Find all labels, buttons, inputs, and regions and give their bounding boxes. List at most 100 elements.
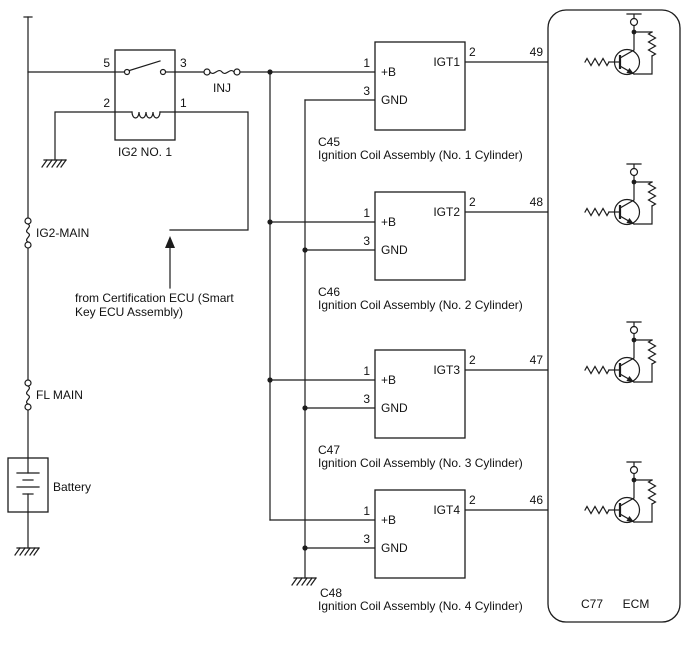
battery-cells-icon — [16, 457, 40, 513]
relay-ground — [41, 111, 116, 168]
coil-connector: C48 — [320, 586, 342, 600]
fuse-icon — [203, 68, 241, 76]
battery-label: Battery — [53, 480, 91, 494]
battery: Battery — [7, 457, 91, 556]
coil-box — [374, 41, 466, 131]
terminal-icon — [629, 325, 639, 335]
relay-ig2-no1: 5 3 2 1 IG2 NO. 1 — [103, 49, 187, 159]
resistor-icon — [584, 207, 610, 217]
certification-ecu-branch: from Certification ECU (Smart Key ECU As… — [75, 111, 249, 319]
transistor-icon — [613, 48, 641, 76]
coil-pin-igt: 2 — [469, 493, 476, 507]
coil-gnd-label: GND — [381, 401, 408, 415]
resistor-icon — [647, 479, 657, 505]
ecm-pin-number: 47 — [530, 353, 544, 367]
resistor-icon — [647, 31, 657, 57]
ecm-pin-number: 49 — [530, 45, 544, 59]
coil-gnd-label: GND — [381, 541, 408, 555]
relay-coil-icon — [114, 111, 176, 119]
ecm-box — [547, 9, 681, 623]
relay-name-label: IG2 NO. 1 — [118, 145, 172, 159]
coil-pin-b: 1 — [363, 56, 370, 70]
fuse-inj-label: INJ — [213, 81, 231, 95]
igniter-driver-3 — [584, 321, 657, 384]
ignition-coil-2: 1 +B 3 GND IGT2 2 48 IGT2 C46 Ignition C… — [269, 191, 586, 312]
coil-pin-b: 1 — [363, 504, 370, 518]
coil-box — [374, 349, 466, 439]
up-arrow-icon — [165, 236, 175, 248]
ground-icon — [14, 547, 40, 556]
relay-box — [114, 49, 176, 141]
cert-note-line2: Key ECU Assembly) — [75, 305, 183, 319]
ecm-name-label: ECM — [623, 597, 650, 611]
ecm-pin-number: 48 — [530, 195, 544, 209]
coil-name: Ignition Coil Assembly (No. 3 Cylinder) — [318, 456, 523, 470]
fusible-link-icon — [24, 379, 32, 411]
coil-box — [374, 489, 466, 579]
relay-switch-icon — [114, 60, 176, 76]
coil-b-label: +B — [381, 65, 396, 79]
coil-name: Ignition Coil Assembly (No. 2 Cylinder) — [318, 298, 523, 312]
relay-pin2-label: 2 — [103, 96, 110, 110]
coil-b-label: +B — [381, 373, 396, 387]
coil-igt-label: IGT1 — [433, 55, 460, 69]
coil-pin-b: 1 — [363, 206, 370, 220]
coil-pin-igt: 2 — [469, 45, 476, 59]
fuse-ig2-main: IG2-MAIN — [24, 217, 89, 249]
coil-connector: C46 — [318, 285, 340, 299]
coil-igt-label: IGT3 — [433, 363, 460, 377]
terminal-icon — [629, 17, 639, 27]
transistor-icon — [613, 496, 641, 524]
coil-box — [374, 191, 466, 281]
ignition-coil-1: 1 +B 3 GND IGT1 2 49 IGT1 C45 Ignition C… — [304, 41, 586, 162]
transistor-icon — [613, 198, 641, 226]
coil-gnd-label: GND — [381, 243, 408, 257]
coil-igt-label: IGT4 — [433, 503, 460, 517]
coil-pin-gnd: 3 — [363, 532, 370, 546]
coil-pin-gnd: 3 — [363, 392, 370, 406]
coil-gnd-label: GND — [381, 93, 408, 107]
resistor-icon — [584, 57, 610, 67]
coil-b-label: +B — [381, 513, 396, 527]
resistor-icon — [584, 365, 610, 375]
igniter-driver-2 — [584, 163, 657, 226]
ecm: C77 ECM — [547, 9, 681, 623]
relay-pin5-label: 5 — [103, 56, 110, 70]
fuse-fl-main-label: FL MAIN — [36, 388, 83, 402]
terminal-icon — [629, 167, 639, 177]
coil-b-label: +B — [381, 215, 396, 229]
relay-pin1-label: 1 — [180, 96, 187, 110]
ignition-coil-3: 1 +B 3 GND IGT3 2 47 IGT3 C47 Ignition C… — [269, 349, 586, 470]
transistor-icon — [613, 356, 641, 384]
coil-pin-igt: 2 — [469, 195, 476, 209]
plus-b-bus — [267, 69, 273, 521]
relay-pin3-label: 3 — [180, 56, 187, 70]
coil-igt-label: IGT2 — [433, 205, 460, 219]
coil-name: Ignition Coil Assembly (No. 4 Cylinder) — [318, 599, 523, 613]
ecm-pin-number: 46 — [530, 493, 544, 507]
igniter-driver-1 — [584, 13, 657, 76]
coil-connector: C47 — [318, 443, 340, 457]
gnd-bus — [291, 99, 317, 586]
coil-pin-b: 1 — [363, 364, 370, 378]
power-rail — [23, 16, 116, 549]
coil-pin-igt: 2 — [469, 353, 476, 367]
fusible-link-icon — [24, 217, 32, 249]
resistor-icon — [647, 181, 657, 207]
ignition-coil-4: 1 +B 3 GND IGT4 2 46 IGT4 C48 Ignition C… — [269, 489, 586, 613]
resistor-icon — [647, 339, 657, 365]
igniter-driver-4 — [584, 461, 657, 524]
ground-icon — [41, 159, 67, 168]
fuse-inj: INJ — [174, 68, 376, 95]
terminal-icon — [629, 465, 639, 475]
coil-name: Ignition Coil Assembly (No. 1 Cylinder) — [318, 148, 523, 162]
ecm-connector-label: C77 — [581, 597, 603, 611]
ground-icon — [291, 577, 317, 586]
coil-pin-gnd: 3 — [363, 84, 370, 98]
fuse-ig2-main-label: IG2-MAIN — [36, 226, 89, 240]
fuse-fl-main: FL MAIN — [24, 379, 83, 411]
coil-connector: C45 — [318, 135, 340, 149]
resistor-icon — [584, 505, 610, 515]
